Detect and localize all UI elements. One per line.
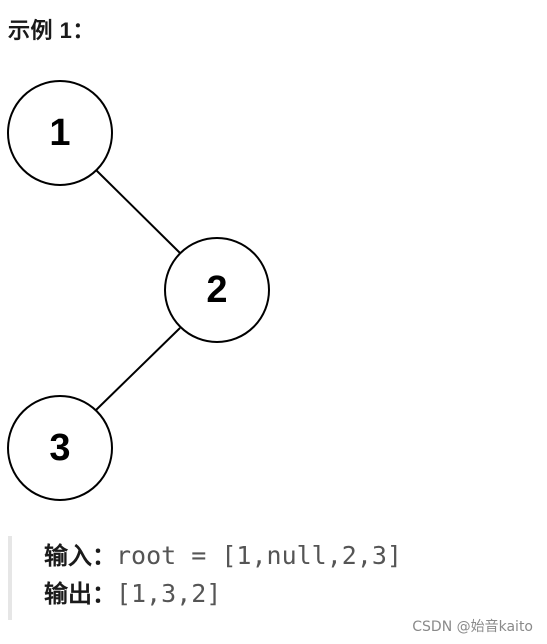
- tree-node-1: 1: [7, 80, 113, 186]
- output-line: 输出：[1,3,2]: [44, 574, 528, 612]
- tree-node-1-label: 1: [49, 112, 70, 154]
- tree-node-2-label: 2: [206, 269, 227, 311]
- output-label: 输出：: [44, 580, 116, 608]
- tree-node-3-label: 3: [49, 427, 70, 469]
- binary-tree-diagram: 1 2 3: [7, 80, 270, 501]
- tree-node-3: 3: [7, 395, 113, 501]
- input-label: 输入：: [44, 542, 116, 570]
- watermark: CSDN @始音kaito: [412, 619, 533, 635]
- input-value: root = [1,null,2,3]: [116, 541, 402, 570]
- example-io-block: 输入：root = [1,null,2,3] 输出：[1,3,2]: [8, 536, 528, 620]
- example-heading: 示例 1：: [8, 18, 95, 43]
- tree-edge-1-2: [95, 169, 181, 254]
- tree-edges: [95, 169, 181, 411]
- input-line: 输入：root = [1,null,2,3]: [44, 536, 528, 574]
- tree-edge-2-3: [95, 327, 181, 411]
- tree-node-2: 2: [164, 237, 270, 343]
- output-value: [1,3,2]: [116, 579, 222, 608]
